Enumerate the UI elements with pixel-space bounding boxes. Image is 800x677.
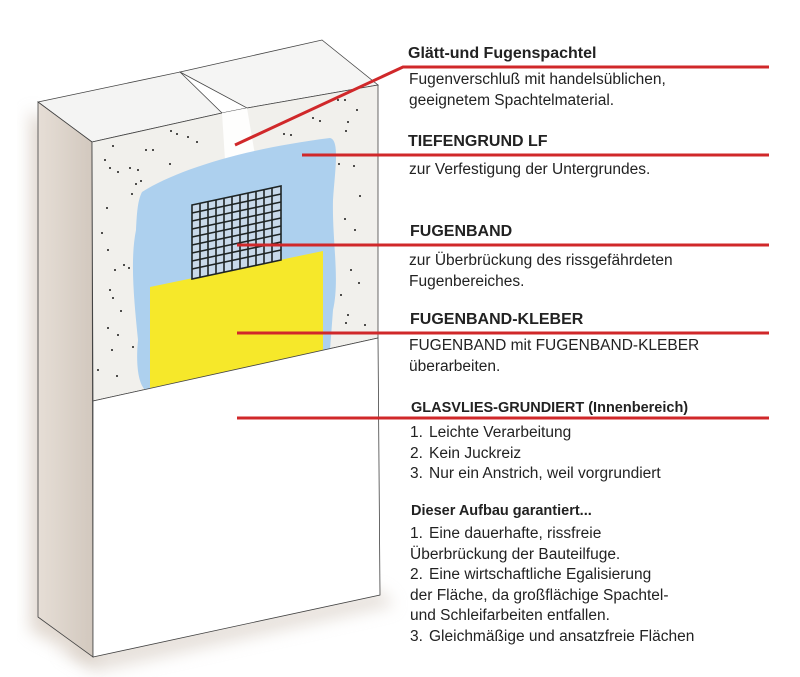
- list-item: 2.Eine wirtschaftliche Egalisierung: [410, 566, 652, 583]
- list-item-continuation: Überbrückung der Bauteilfuge.: [410, 545, 621, 563]
- list-item: 3.Nur ein Anstrich, weil vorgrundiert: [410, 465, 661, 482]
- summary-title: Dieser Aufbau garantiert...: [411, 503, 592, 519]
- layer-desc-kleber-line1: FUGENBAND mit FUGENBAND-KLEBER: [409, 337, 700, 354]
- layer-desc-fugenband-line1: zur Überbrückung des rissgefährdeten: [409, 252, 673, 269]
- layer-title-tiefengrund: TIEFENGRUND LF: [408, 133, 548, 150]
- list-item: 3.Gleichmäßige und ansatzfreie Flächen: [410, 627, 695, 645]
- layer-title-spachtel: Glätt-und Fugenspachtel: [408, 45, 597, 62]
- layer-desc-fugenband-line2: Fugenbereiches.: [409, 273, 525, 290]
- block-side-face: [37, 101, 94, 658]
- layer-title-glasvlies: GLASVLIES-GRUNDIERT (Innenbereich): [411, 400, 689, 416]
- list-item: 1.Eine dauerhafte, rissfreie: [410, 525, 602, 542]
- list-item: 2.Kein Juckreiz: [410, 444, 522, 462]
- fugenband-mesh: [191, 185, 282, 280]
- layer-desc-spachtel-line1: Fugenverschluß mit handelsüblichen,: [409, 71, 666, 88]
- concrete-speckles: [97, 99, 366, 377]
- leader-lines: [234, 65, 769, 420]
- layer-desc-tiefengrund-line1: zur Verfestigung der Untergrundes.: [409, 161, 651, 178]
- leader-line-spachtel: [234, 65, 769, 147]
- glasvlies-benefits-list: 1.Leichte Verarbeitung 2.Kein Juckreiz 3…: [410, 423, 661, 485]
- fugenband-kleber-area: [150, 251, 323, 388]
- list-item-continuation: und Schleifarbeiten entfallen.: [410, 607, 610, 624]
- layer-title-kleber: FUGENBAND-KLEBER: [410, 311, 584, 328]
- layer-desc-spachtel-line2: geeignetem Spachtelmaterial.: [409, 92, 615, 109]
- list-item: 1.Leichte Verarbeitung: [410, 424, 572, 441]
- layer-title-fugenband: FUGENBAND: [410, 223, 513, 240]
- spachtel-fill: [222, 108, 255, 160]
- list-item-continuation: der Fläche, da großflächige Spachtel-: [410, 586, 669, 604]
- summary-list: 1.Eine dauerhafte, rissfreie Überbrückun…: [410, 524, 694, 647]
- layer-desc-kleber-line2: überarbeiten.: [409, 358, 501, 375]
